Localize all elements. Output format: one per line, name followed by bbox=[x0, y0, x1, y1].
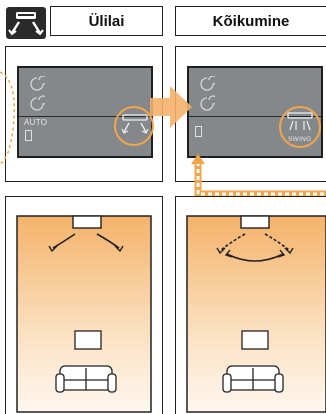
auto-label: AUTO bbox=[24, 118, 47, 127]
fan-icon bbox=[29, 76, 45, 112]
next-step-arrow-icon bbox=[148, 84, 194, 130]
swing-air-vane-icon bbox=[285, 112, 315, 134]
fan-icon bbox=[199, 76, 215, 112]
swing-label: SWING bbox=[288, 136, 312, 143]
header-wide-mode-label: Ülilai bbox=[89, 13, 125, 30]
right-room-diagram bbox=[175, 196, 326, 414]
auto-indicator bbox=[25, 130, 32, 141]
left-room-diagram bbox=[5, 196, 163, 414]
header-swing-mode: Kõikumine bbox=[175, 6, 326, 36]
header-wide-mode: Ülilai bbox=[50, 6, 163, 36]
auto-indicator bbox=[195, 126, 202, 137]
left-lcd-screen: AUTO bbox=[17, 66, 153, 158]
header-swing-mode-label: Kõikumine bbox=[213, 13, 290, 30]
right-lcd-screen: SWING bbox=[187, 66, 323, 158]
dashed-guide-line-right bbox=[188, 150, 326, 202]
header-mode-icon bbox=[5, 6, 47, 40]
wide-air-vane-icon bbox=[120, 114, 150, 138]
